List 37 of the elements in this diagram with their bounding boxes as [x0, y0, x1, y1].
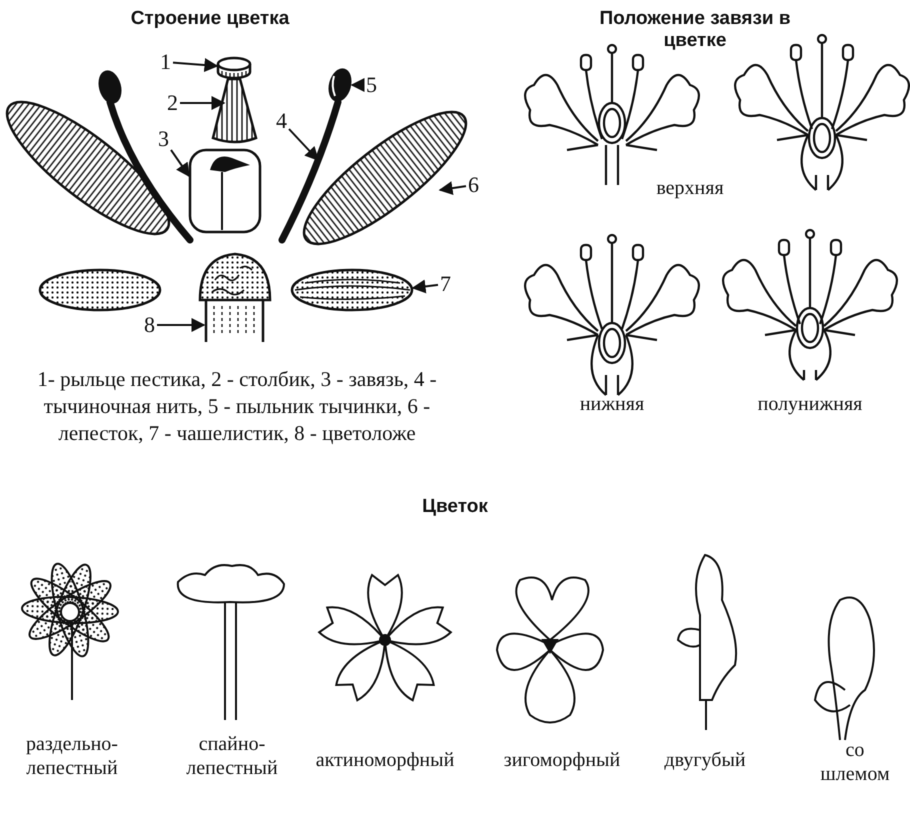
leader-arrow: [170, 149, 190, 178]
caption-text: полунижняя: [758, 392, 862, 416]
section-heading: Строение цветка: [130, 8, 290, 30]
callout-number: 7: [440, 272, 451, 296]
stigma-drawing: [216, 56, 252, 80]
callout-number: 3: [158, 127, 169, 151]
callout-number: 5: [366, 73, 377, 97]
leader-arrow: [350, 78, 365, 92]
callout-number: 8: [144, 313, 155, 337]
leader-arrow: [180, 96, 226, 110]
caption-text: зигоморфный: [504, 748, 620, 772]
caption-text: нижняя: [580, 392, 644, 416]
section-heading: Положение завязи в цветке: [598, 8, 792, 52]
callout-number: 2: [167, 91, 178, 115]
callout-number: 1: [160, 50, 171, 74]
caption-text: раздельно- лепестный: [26, 732, 118, 780]
leader-arrow: [288, 128, 319, 162]
legend-text: 1- рыльце пестика, 2 - столбик, 3 - завязь, 4 - тычиночная нить, 5 - пыльник тычинки, 6 - лепесток, 7 - чашелистик, 8 - цветоложе: [36, 366, 438, 447]
receptacle-drawing: [198, 252, 272, 344]
leader-arrow: [438, 181, 466, 196]
leader-arrow: [172, 58, 218, 72]
caption-text: верхняя: [656, 176, 724, 200]
anther-drawing: [328, 68, 352, 102]
caption-text: актиноморфный: [316, 748, 454, 772]
caption-text: двугубый: [664, 748, 746, 772]
callout-number: 6: [468, 173, 479, 197]
sepal-drawing: [290, 268, 414, 312]
petal-drawing: [302, 110, 468, 246]
leader-arrow: [157, 318, 206, 332]
caption-text: спайно- лепестный: [186, 732, 278, 780]
ovary-drawing: [188, 148, 262, 234]
style-drawing: [212, 78, 258, 144]
caption-text: со шлемом: [820, 738, 890, 786]
leader-arrow: [412, 280, 438, 294]
filament-drawing: [278, 98, 342, 244]
section-heading: Цветок: [422, 495, 488, 519]
callout-number: 4: [276, 109, 287, 133]
